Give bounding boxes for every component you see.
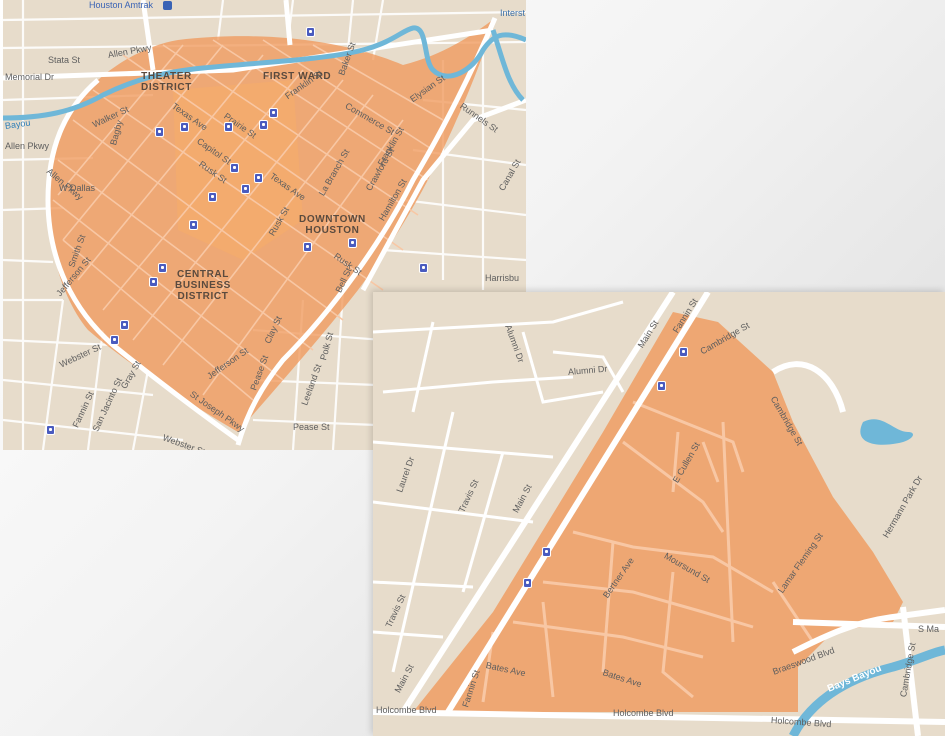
transit-stop-icon[interactable] [348, 238, 357, 248]
street-label: Holcombe Blvd [613, 708, 674, 718]
transit-stop-icon[interactable] [189, 220, 198, 230]
medical-pond [860, 419, 913, 445]
street-label: Holcombe Blvd [376, 705, 437, 715]
medical-bayou [788, 645, 945, 736]
transit-stop-icon[interactable] [155, 127, 164, 137]
downtown-map[interactable]: THEATER DISTRICT FIRST WARD DOWNTOWN HOU… [3, 0, 526, 450]
transit-stop-icon[interactable] [158, 263, 167, 273]
district-downtown-houston: DOWNTOWN HOUSTON [299, 214, 366, 236]
medical-inner-streets [481, 400, 815, 703]
transit-stop-icon[interactable] [269, 108, 278, 118]
district-first-ward: FIRST WARD [263, 71, 331, 82]
street-label: Stata St [48, 55, 81, 65]
transit-stop-icon[interactable] [110, 335, 119, 345]
transit-stop-icon[interactable] [523, 578, 532, 588]
district-theater: THEATER DISTRICT [141, 71, 192, 93]
poi-amtrak-label[interactable]: Houston Amtrak [89, 0, 154, 10]
street-label: Pease St [293, 422, 330, 432]
district-label: FIRST WARD [263, 71, 332, 82]
transit-stop-icon[interactable] [254, 173, 263, 183]
transit-stop-icon[interactable] [241, 184, 250, 194]
transit-stop-icon[interactable] [679, 347, 688, 357]
street-label: Memorial Dr [5, 72, 55, 82]
train-icon[interactable] [163, 1, 172, 10]
transit-stop-icon[interactable] [224, 122, 233, 132]
transit-stop-icon[interactable] [303, 242, 312, 252]
district-central-business: CENTRAL BUSINESS DISTRICT [175, 269, 231, 302]
transit-stop-icon[interactable] [120, 320, 129, 330]
transit-stop-icon[interactable] [208, 192, 217, 202]
transit-stop-icon[interactable] [149, 277, 158, 287]
medical-map-graphics [373, 292, 945, 736]
transit-stop-icon[interactable] [419, 263, 428, 273]
district-label: THEATER [141, 71, 192, 82]
street-label: Allen Pkwy [5, 141, 50, 151]
transit-stop-icon[interactable] [46, 425, 55, 435]
district-label: DISTRICT [141, 82, 192, 93]
interstate-label: Interst [500, 8, 526, 18]
transit-stop-icon[interactable] [230, 163, 239, 173]
transit-stop-icon[interactable] [657, 381, 666, 391]
transit-stop-icon[interactable] [306, 27, 315, 37]
street-label: Harrisbu [485, 273, 520, 283]
street-label: W Dallas [59, 183, 96, 193]
district-label: BUSINESS [175, 280, 231, 291]
downtown-major-roads [3, 0, 526, 446]
medical-center-map[interactable]: Alumni Dr Alumni Dr Main St Fannin St Ca… [373, 292, 945, 736]
transit-stop-icon[interactable] [180, 122, 189, 132]
medical-service-area [413, 312, 903, 712]
downtown-bayou [3, 25, 526, 121]
street-label: S Ma [918, 624, 940, 634]
district-label: HOUSTON [305, 225, 360, 236]
transit-stop-icon[interactable] [259, 120, 268, 130]
transit-stop-icon[interactable] [542, 547, 551, 557]
district-label: DOWNTOWN [299, 214, 366, 225]
district-label: CENTRAL [176, 269, 229, 280]
district-label: DISTRICT [177, 291, 229, 302]
medical-major-roads [373, 292, 945, 736]
medical-street-grid [373, 300, 625, 673]
